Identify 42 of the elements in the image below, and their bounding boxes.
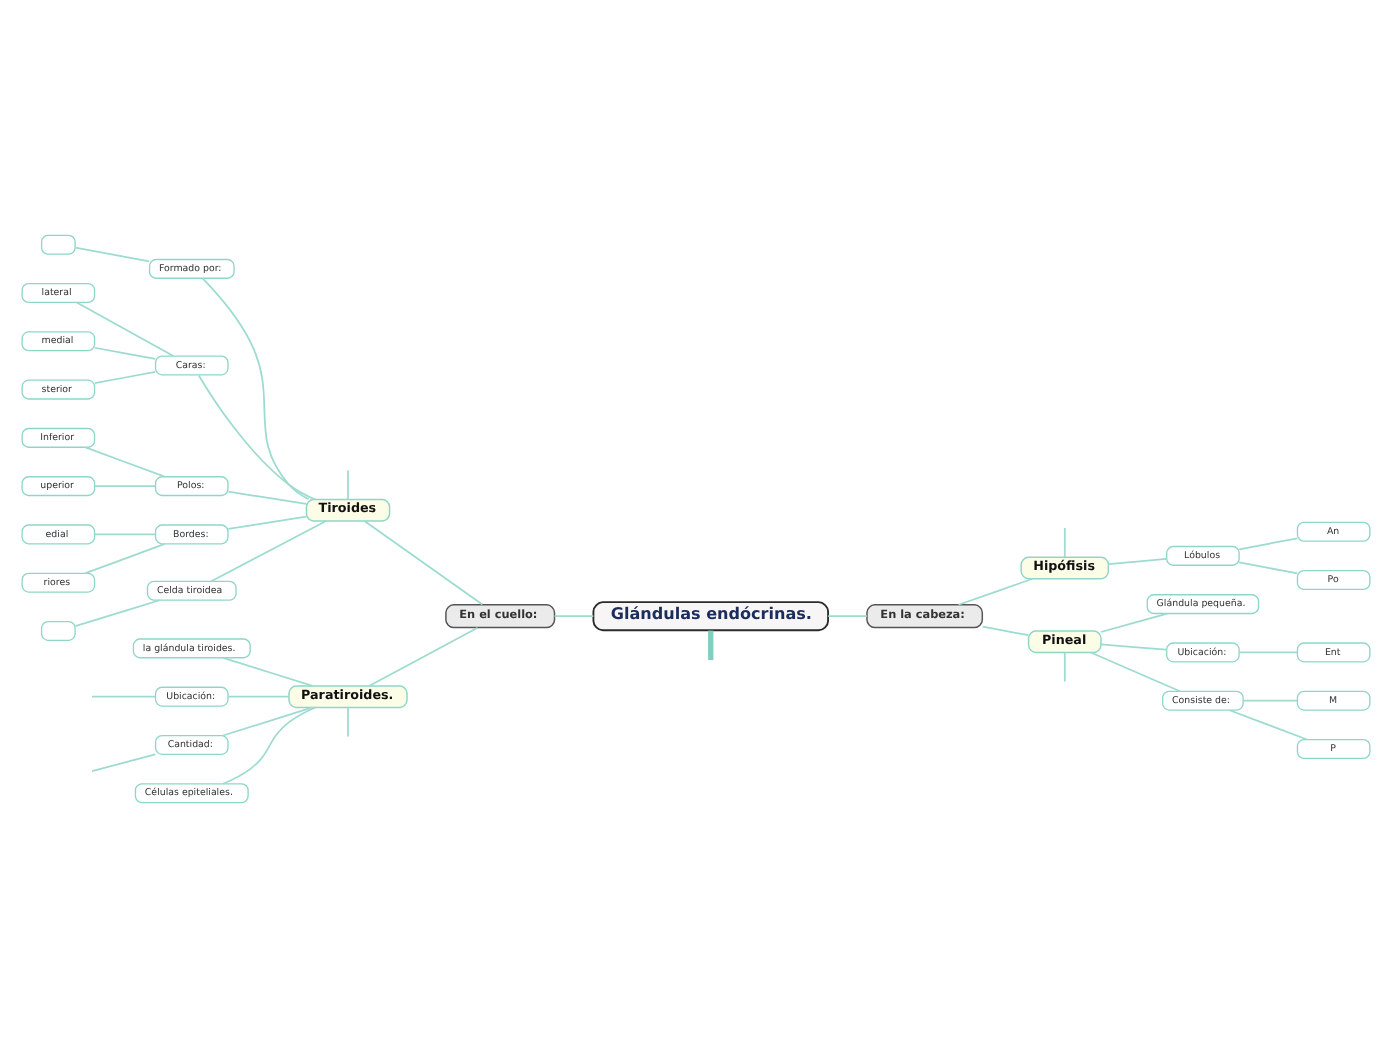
connector [201, 276, 310, 500]
connector [827, 614, 868, 617]
connector [1100, 642, 1168, 650]
connector [222, 705, 314, 736]
node-box [40, 619, 76, 640]
connector [368, 625, 479, 686]
connector [1107, 557, 1168, 564]
connector [93, 532, 157, 535]
connector [197, 373, 316, 500]
connector [1242, 698, 1299, 701]
connector [981, 624, 1030, 636]
connector [93, 484, 157, 486]
connector [222, 705, 317, 784]
connector [74, 598, 161, 627]
connector [363, 519, 484, 605]
connector [347, 706, 349, 737]
connector [227, 514, 308, 529]
connector [210, 519, 327, 582]
connector [93, 370, 157, 383]
connector [93, 345, 157, 359]
connector [1228, 708, 1308, 740]
connector [227, 694, 290, 697]
connector [1063, 651, 1066, 682]
connector [222, 655, 314, 686]
connector [1238, 650, 1299, 653]
connector [1090, 650, 1181, 692]
connector [553, 614, 595, 617]
connector [227, 489, 308, 504]
connector [1238, 536, 1299, 550]
connector [74, 245, 151, 262]
connector [1238, 560, 1299, 574]
connector [84, 445, 166, 477]
connector [91, 694, 157, 697]
connector [75, 300, 175, 356]
connector [957, 576, 1034, 605]
connector [1063, 526, 1066, 557]
connector [84, 542, 166, 573]
connector [347, 468, 349, 500]
connector [91, 752, 157, 772]
node-box [40, 233, 76, 254]
connector [1100, 611, 1169, 632]
connector [708, 629, 714, 660]
